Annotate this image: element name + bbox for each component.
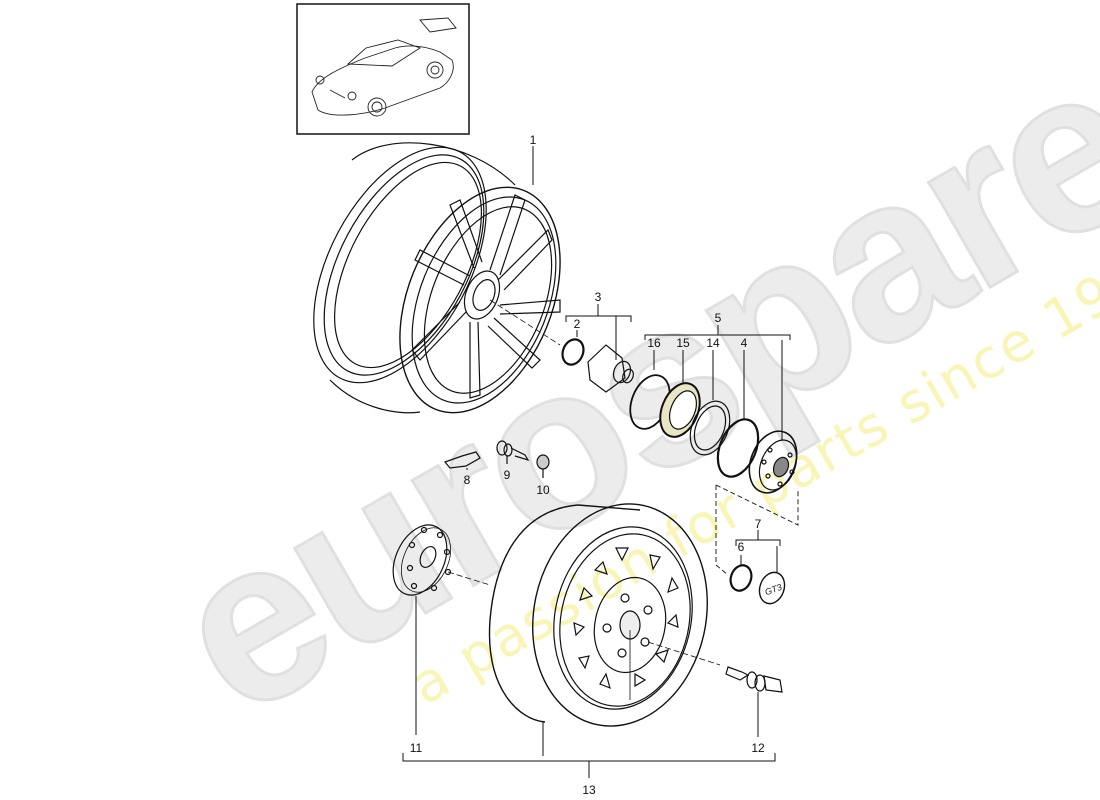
callout-14[interactable]: 14 <box>706 336 720 350</box>
callout-6[interactable]: 6 <box>737 540 745 554</box>
callout-8[interactable]: 8 <box>463 473 471 487</box>
callout-13[interactable]: 13 <box>582 783 596 797</box>
callout-9[interactable]: 9 <box>503 468 511 482</box>
bracket-7 <box>735 530 781 572</box>
o-ring-large[interactable] <box>710 413 766 482</box>
central-lock-adapter[interactable] <box>587 344 635 393</box>
wheel-spacer[interactable] <box>383 516 491 735</box>
car-thumbnail[interactable] <box>296 3 470 135</box>
callout-7[interactable]: 7 <box>754 517 762 531</box>
dashed-reference <box>715 484 799 576</box>
callout-1[interactable]: 1 <box>529 133 537 147</box>
callout-15[interactable]: 15 <box>676 336 690 350</box>
callout-16[interactable]: 16 <box>647 336 661 350</box>
callout-10[interactable]: 10 <box>536 483 550 497</box>
callout-5[interactable]: 5 <box>714 311 722 325</box>
tire-valve[interactable] <box>496 440 530 464</box>
callout-3[interactable]: 3 <box>594 290 602 304</box>
center-cap[interactable]: GT3 <box>755 569 788 607</box>
valve-cap[interactable] <box>536 454 550 478</box>
central-lock-nut[interactable] <box>741 424 806 500</box>
bracket-13 <box>402 753 776 778</box>
o-ring-cap[interactable] <box>727 562 755 593</box>
cap-emblem: GT3 <box>763 582 783 597</box>
callout-12[interactable]: 12 <box>751 741 765 755</box>
wheel-bolt[interactable] <box>725 666 783 737</box>
o-ring[interactable] <box>559 336 587 368</box>
complete-wheel[interactable] <box>488 488 728 756</box>
callout-4[interactable]: 4 <box>740 336 748 350</box>
washer[interactable] <box>683 395 737 460</box>
callout-2[interactable]: 2 <box>573 317 581 331</box>
threaded-ring[interactable] <box>653 377 707 442</box>
callout-11[interactable]: 11 <box>409 741 423 755</box>
valve-clip[interactable] <box>443 451 481 469</box>
alloy-wheel-rim[interactable] <box>278 119 591 436</box>
